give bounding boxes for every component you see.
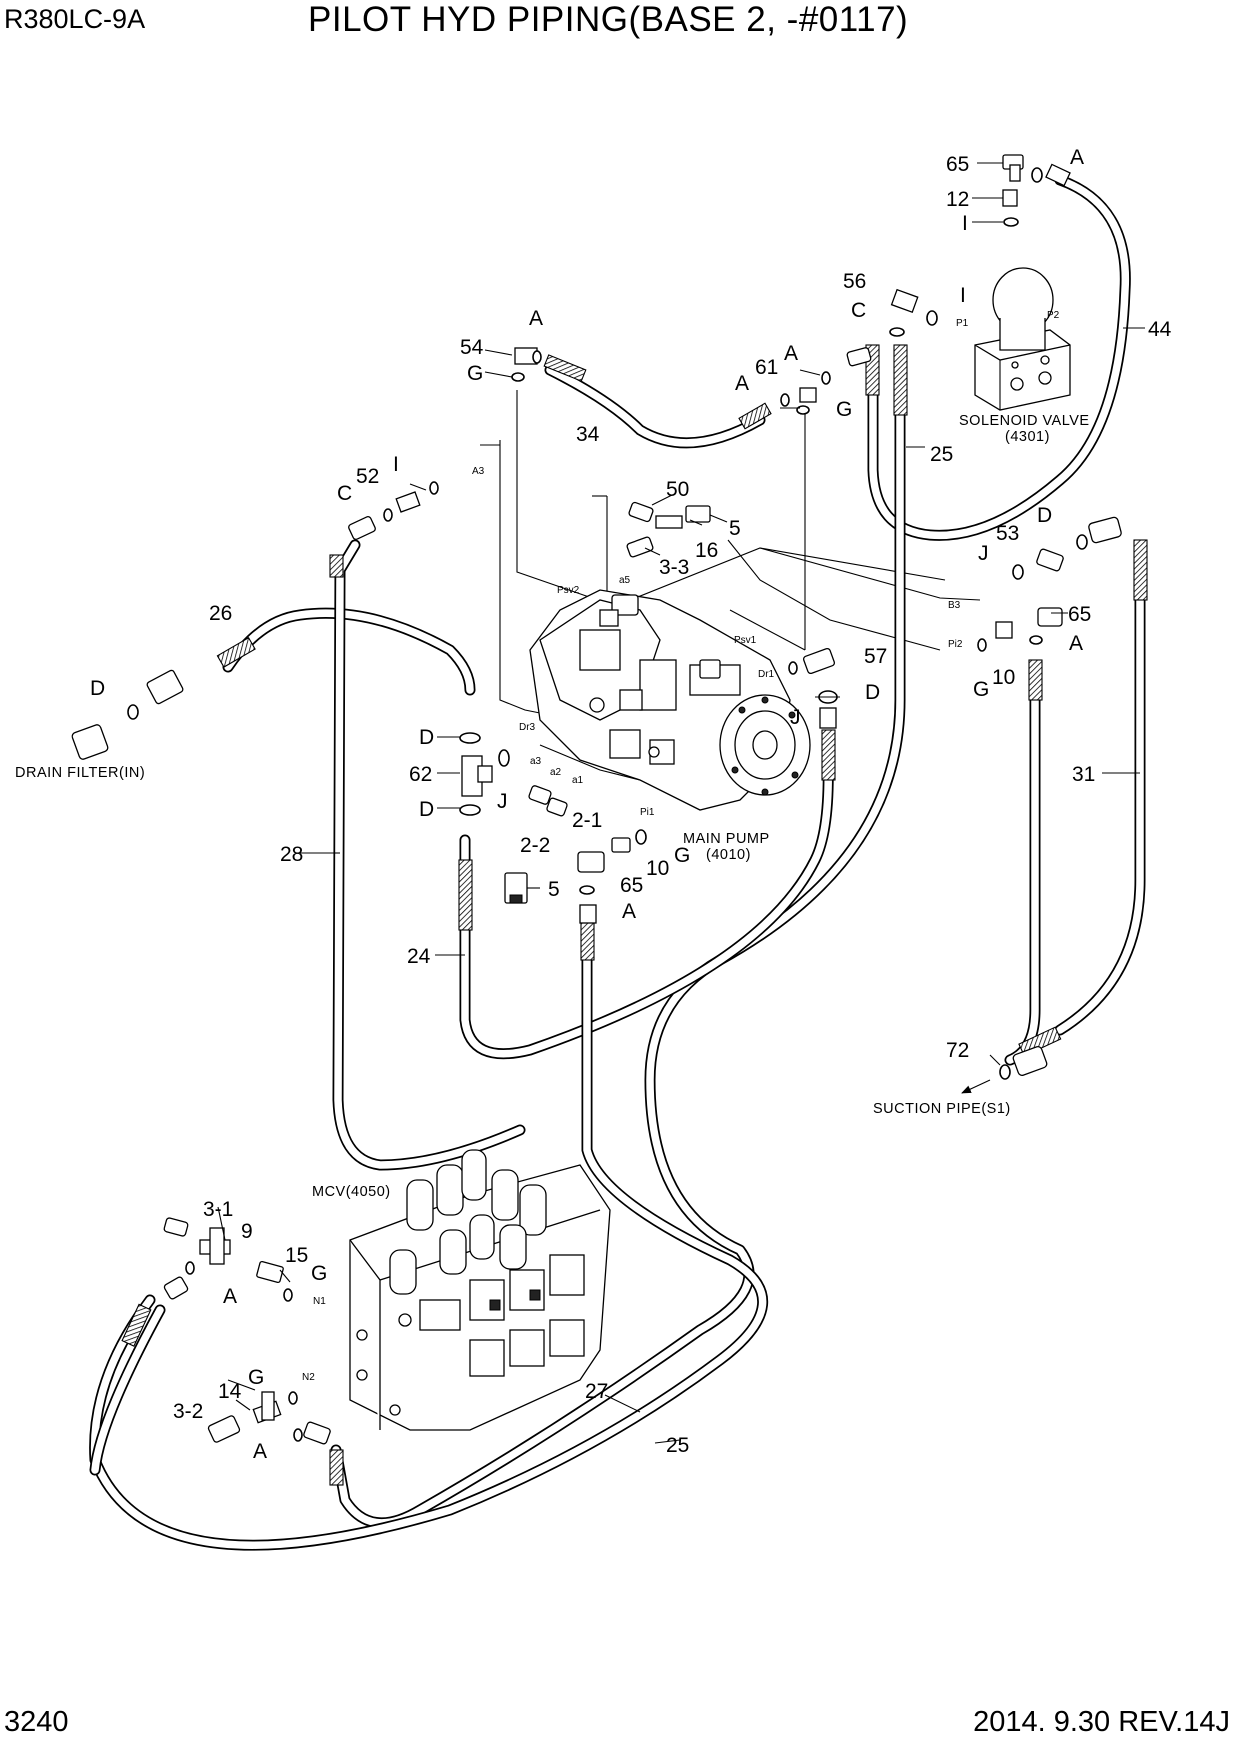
callout-j-53: J [978, 542, 989, 565]
leader-lines [217, 162, 1145, 1444]
main-pump [529, 589, 811, 811]
port-a2: a2 [550, 767, 562, 778]
mcv-label: MCV(4050) [312, 1184, 391, 1200]
callout-56: 56 [843, 270, 866, 293]
callout-d-filter: D [90, 677, 105, 700]
solenoid-valve [974, 267, 1071, 411]
port-a1: a1 [572, 775, 584, 786]
main-pump-label: MAIN PUMP [683, 831, 770, 847]
callout-54: 54 [460, 336, 484, 359]
port-dr1: Dr1 [758, 669, 775, 680]
page-number: 3240 [4, 1706, 69, 1738]
callout-52: 52 [356, 465, 379, 488]
callout-2-2: 2-2 [520, 834, 550, 857]
port-n2: N2 [302, 1372, 315, 1383]
callout-a-61a: A [784, 342, 798, 365]
callout-15: 15 [285, 1244, 308, 1267]
port-a3-lower: a3 [530, 756, 542, 767]
revision-date: 2014. 9.30 REV.14J [973, 1706, 1230, 1738]
suction-pipe-label: SUCTION PIPE(S1) [873, 1101, 1011, 1117]
callout-g-10r: G [973, 678, 989, 701]
port-n1: N1 [313, 1296, 326, 1307]
callout-g-15: G [311, 1262, 327, 1285]
drain-filter-label: DRAIN FILTER(IN) [15, 765, 145, 781]
callout-a-65low: A [622, 900, 636, 923]
callout-65-top: 65 [946, 153, 969, 176]
callout-10-r: 10 [992, 666, 1015, 689]
port-dr3: Dr3 [519, 722, 536, 733]
callout-a-61b: A [735, 372, 749, 395]
port-psv1: Psv1 [734, 635, 757, 646]
callout-a-top: A [1070, 146, 1084, 169]
solenoid-valve-code: (4301) [1005, 429, 1050, 445]
callout-9: 9 [241, 1220, 253, 1243]
port-p1: P1 [956, 318, 969, 329]
callout-g-61: G [836, 398, 852, 421]
callout-61: 61 [755, 356, 778, 379]
model-code: R380LC-9A [4, 4, 146, 34]
callout-34: 34 [576, 423, 600, 446]
callout-3-3: 3-3 [659, 556, 689, 579]
callout-24: 24 [407, 945, 431, 968]
callout-53: 53 [996, 522, 1019, 545]
solenoid-valve-label: SOLENOID VALVE [959, 413, 1090, 429]
callout-14: 14 [218, 1380, 242, 1403]
callout-d-62a: D [419, 726, 434, 749]
callout-72: 72 [946, 1039, 969, 1062]
port-a5: a5 [619, 575, 631, 586]
callout-i-56: I [960, 284, 966, 307]
hose-end-fittings [121, 344, 1148, 1486]
callout-16: 16 [695, 539, 718, 562]
callout-a-14: A [253, 1440, 267, 1463]
callout-c-52: C [337, 482, 352, 505]
callout-d-62b: D [419, 798, 434, 821]
callout-i-top: I [962, 212, 968, 235]
callout-28: 28 [280, 843, 303, 866]
callout-50: 50 [666, 478, 689, 501]
callout-j-62: J [497, 790, 508, 813]
hoses [89, 174, 1146, 1551]
fittings [71, 154, 1122, 1445]
callout-65-mid: 65 [1068, 603, 1091, 626]
callout-57: 57 [864, 645, 887, 668]
callout-g-54: G [467, 362, 483, 385]
callout-5-top: 5 [729, 517, 741, 540]
callout-g-14: G [248, 1366, 264, 1389]
mcv [349, 1149, 611, 1431]
callout-25-top: 25 [930, 443, 953, 466]
callout-j-57: J [790, 706, 801, 729]
callout-25-bottom: 25 [666, 1434, 689, 1457]
callout-a-54: A [529, 307, 543, 330]
callout-27: 27 [585, 1380, 608, 1403]
main-pump-code: (4010) [706, 847, 751, 863]
callout-c-56: C [851, 299, 866, 322]
callout-d-57: D [865, 681, 880, 704]
port-pi1: Pi1 [640, 807, 655, 818]
port-psv2: Psv2 [557, 585, 580, 596]
page-title: PILOT HYD PIPING(BASE 2, -#0117) [308, 0, 909, 39]
callout-g-pi1: G [674, 844, 690, 867]
port-a3: A3 [472, 466, 485, 477]
callout-a-9: A [223, 1285, 237, 1308]
callout-3-1: 3-1 [203, 1198, 233, 1221]
callout-2-1: 2-1 [572, 809, 602, 832]
callout-d-53: D [1037, 504, 1052, 527]
callout-44: 44 [1148, 318, 1172, 341]
callout-3-2: 3-2 [173, 1400, 203, 1423]
suction-arrow [961, 1079, 991, 1094]
callout-26: 26 [209, 602, 232, 625]
callout-31: 31 [1072, 763, 1095, 786]
callout-10-l: 10 [646, 857, 669, 880]
callout-62: 62 [409, 763, 432, 786]
callout-i-52: I [393, 453, 399, 476]
callout-12: 12 [946, 188, 969, 211]
callout-a-65mid: A [1069, 632, 1083, 655]
port-pi2: Pi2 [948, 639, 963, 650]
callout-65-low: 65 [620, 874, 643, 897]
callout-5-low: 5 [548, 878, 560, 901]
port-p2: P2 [1047, 310, 1060, 321]
port-b3: B3 [948, 600, 961, 611]
